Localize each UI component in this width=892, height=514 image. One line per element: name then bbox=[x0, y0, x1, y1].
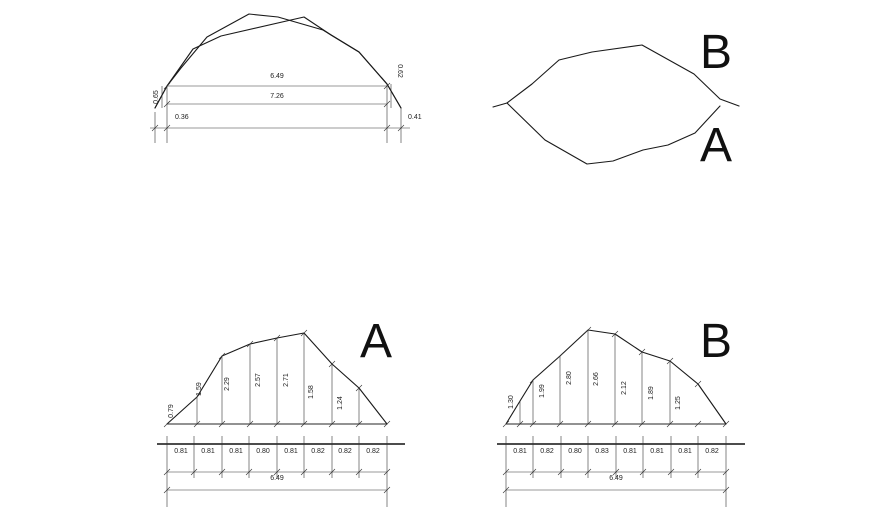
section-profile-b bbox=[154, 13, 402, 109]
profile-a-ticks bbox=[163, 329, 391, 494]
plan-edge-b bbox=[492, 44, 740, 108]
plan-label-b: B bbox=[700, 26, 732, 79]
span-inner-label: 6.49 bbox=[270, 73, 284, 80]
profile-b-height-2: 1.99 bbox=[539, 384, 546, 398]
profile-a-spacing-6: 0.82 bbox=[311, 448, 325, 455]
plan-outline: B A bbox=[492, 26, 740, 172]
end-right-height-label: 0.62 bbox=[396, 64, 403, 78]
overlay-section: 6.49 7.26 0.65 0.62 0.36 0.41 bbox=[150, 13, 422, 143]
profile-a: A bbox=[157, 315, 405, 507]
span-outer-label: 7.26 bbox=[270, 93, 284, 100]
profile-b-spacing-6: 0.81 bbox=[650, 448, 664, 455]
profile-b-height-7: 1.25 bbox=[675, 396, 682, 410]
offset-right-label: 0.41 bbox=[408, 114, 422, 121]
profile-a-spacing-1: 0.81 bbox=[174, 448, 188, 455]
profile-b-spacing-7: 0.81 bbox=[678, 448, 692, 455]
extension-lines bbox=[151, 82, 405, 143]
profile-b-verticals bbox=[505, 330, 727, 507]
profile-a-height-5: 2.71 bbox=[283, 373, 290, 387]
profile-a-height-7: 1.24 bbox=[337, 396, 344, 410]
plan-label-a: A bbox=[700, 119, 732, 172]
profile-a-height-3: 2.29 bbox=[224, 377, 231, 391]
profile-b-total: 6.49 bbox=[609, 475, 623, 482]
profile-b-ticks bbox=[502, 326, 730, 494]
profile-b-spacing-4: 0.83 bbox=[595, 448, 609, 455]
profile-b-spacing-3: 0.80 bbox=[568, 448, 582, 455]
profile-b-spacing-1: 0.81 bbox=[513, 448, 527, 455]
profile-a-spacing-8: 0.82 bbox=[366, 448, 380, 455]
end-left-height-label: 0.65 bbox=[153, 90, 160, 104]
profile-a-outline bbox=[166, 332, 388, 425]
plan-edge-a bbox=[506, 102, 721, 165]
profile-b-spacing-2: 0.82 bbox=[540, 448, 554, 455]
profile-b-label: B bbox=[700, 315, 732, 368]
profile-a-spacing-7: 0.82 bbox=[338, 448, 352, 455]
profile-a-spacing-3: 0.81 bbox=[229, 448, 243, 455]
profile-b-height-4: 2.66 bbox=[593, 372, 600, 386]
profile-b-outline bbox=[505, 329, 727, 425]
profile-a-height-4: 2.57 bbox=[255, 373, 262, 387]
profile-a-spacing-2: 0.81 bbox=[201, 448, 215, 455]
profile-b-height-6: 1.89 bbox=[648, 386, 655, 400]
profile-b-height-5: 2.12 bbox=[621, 381, 628, 395]
profile-a-spacing-5: 0.81 bbox=[284, 448, 298, 455]
profile-b-spacing-8: 0.82 bbox=[705, 448, 719, 455]
profile-b-spacing-5: 0.81 bbox=[623, 448, 637, 455]
profile-b-height-3: 2.80 bbox=[566, 371, 573, 385]
profile-b: B bbox=[497, 315, 745, 507]
profile-a-height-6: 1.58 bbox=[308, 385, 315, 399]
profile-a-height-2: 1.59 bbox=[196, 382, 203, 396]
profile-a-height-1: 0.79 bbox=[168, 404, 175, 418]
offset-left-label: 0.36 bbox=[175, 114, 189, 121]
profile-a-total: 6.49 bbox=[270, 475, 284, 482]
profile-a-spacing-4: 0.80 bbox=[256, 448, 270, 455]
profile-b-height-1: 1.30 bbox=[508, 395, 515, 409]
profile-a-label: A bbox=[360, 315, 392, 368]
